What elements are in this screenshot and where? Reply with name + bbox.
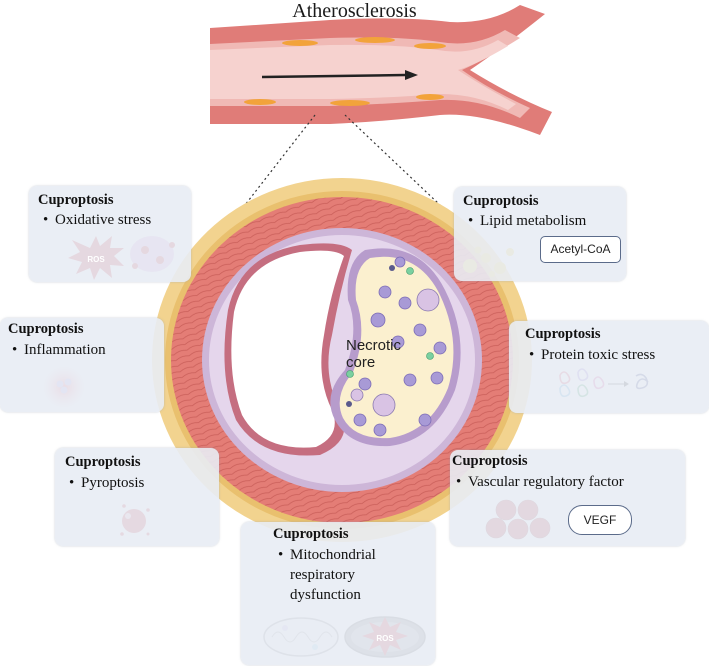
artery-cross-section — [152, 178, 532, 542]
cuproptosis-mitochondrial-box: Cuproptosis •Mitochondrial respiratory d… — [241, 522, 435, 665]
diagram-title: Atherosclerosis — [292, 0, 417, 22]
artery-longitudinal — [210, 5, 552, 135]
cuproptosis-protein-toxic-stress-box: Cuproptosis •Protein toxic stress — [509, 321, 709, 413]
box-heading: Cuproptosis — [273, 526, 349, 542]
box-item: •Oxidative stress — [43, 212, 152, 228]
cuproptosis-lipid-metabolism-box: Cuproptosis •Lipid metabolism Acetyl-CoA — [454, 187, 626, 281]
box-item: •Mitochondrial — [278, 547, 376, 563]
cuproptosis-inflammation-box: Cuproptosis •Inflammation — [0, 318, 164, 412]
box-heading: Cuproptosis — [8, 321, 84, 337]
box-item-continued: dysfunction — [290, 587, 361, 603]
box-item-continued: respiratory — [290, 567, 355, 583]
cuproptosis-oxidative-stress-box: Cuproptosis •Oxidative stress — [29, 186, 191, 282]
box-item: •Protein toxic stress — [529, 347, 656, 363]
box-heading: Cuproptosis — [65, 454, 141, 470]
vegf-label: VEGF — [568, 505, 632, 535]
acetyl-coa-label: Acetyl-CoA — [540, 236, 621, 263]
box-item: •Vascular regulatory factor — [456, 474, 624, 490]
box-heading: Cuproptosis — [38, 192, 114, 208]
cuproptosis-pyroptosis-box: Cuproptosis •Pyroptosis — [55, 448, 219, 546]
box-heading: Cuproptosis — [463, 193, 539, 209]
box-item: •Lipid metabolism — [468, 213, 587, 229]
box-heading: Cuproptosis — [452, 453, 528, 469]
box-item: •Pyroptosis — [69, 475, 145, 491]
box-item: •Inflammation — [12, 342, 106, 358]
box-heading: Cuproptosis — [525, 326, 601, 342]
cuproptosis-vascular-regulatory-factor-box: Cuproptosis •Vascular regulatory factor … — [450, 450, 685, 546]
